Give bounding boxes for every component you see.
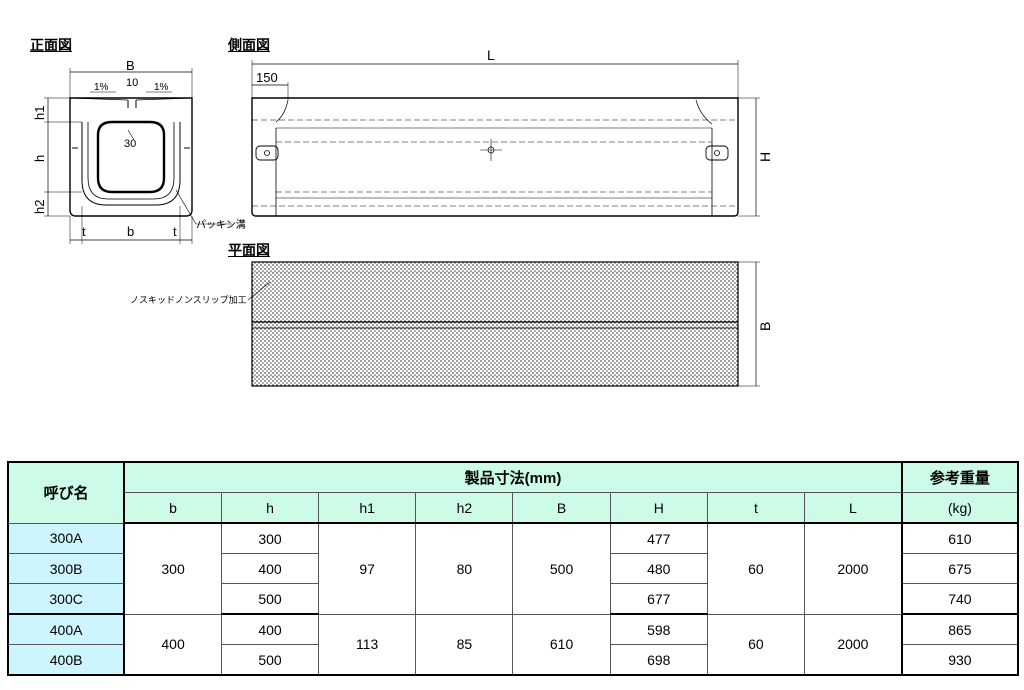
nonslip-label: ノスキッドノンスリップ加工 <box>130 295 247 305</box>
table-row: 300A 300 300 97 80 500 477 60 2000 610 <box>7 522 1019 615</box>
h-cell: 300 <box>220 522 320 554</box>
dim-h1: h1 <box>32 106 47 120</box>
slot-width-label: 10 <box>126 77 138 89</box>
t-cell: 60 <box>706 522 806 615</box>
col-header: h2 <box>415 492 514 524</box>
b-cell: 400 <box>123 613 222 676</box>
dims-header: 製品寸法(mm) <box>123 461 903 493</box>
col-header: b <box>123 492 222 524</box>
h2-cell: 80 <box>415 522 514 615</box>
L-cell: 2000 <box>804 522 903 615</box>
col-header: t <box>706 492 806 524</box>
model-cell: 300B <box>7 553 126 584</box>
col-header: h <box>220 492 320 524</box>
col-header: h1 <box>318 492 417 524</box>
plan-view-drawing <box>247 261 760 387</box>
h-cell: 500 <box>220 644 320 676</box>
dim-L: L <box>487 47 495 63</box>
dim-150: 150 <box>256 70 278 85</box>
dim-B-plan: B <box>757 322 773 331</box>
h-cell: 500 <box>220 583 320 615</box>
L-cell: 2000 <box>804 613 903 676</box>
packing-groove-label: パッキン溝 <box>196 218 246 231</box>
hole-label: 30 <box>124 138 136 150</box>
slope-left-label: 1% <box>94 82 109 93</box>
dim-b: b <box>127 224 134 239</box>
slope-right-label: 1% <box>154 82 169 93</box>
h-cell: 400 <box>220 613 320 645</box>
spec-table: 呼び名 製品寸法(mm) 参考重量 b h h1 h2 B H t L (kg)… <box>7 461 1019 676</box>
b-cell: 300 <box>123 522 222 615</box>
H-cell: 480 <box>609 553 708 584</box>
B-cell: 610 <box>512 613 611 676</box>
h2-cell: 85 <box>415 613 514 676</box>
model-cell: 400A <box>7 613 126 645</box>
dim-t-left: t <box>82 224 86 239</box>
table-row: 400B 500 698 930 <box>7 644 1019 676</box>
B-cell: 500 <box>512 522 611 615</box>
dim-t-right: t <box>173 224 177 239</box>
front-view-label: 正面図 <box>30 38 72 54</box>
name-header: 呼び名 <box>7 461 126 524</box>
H-cell: 698 <box>609 644 708 676</box>
H-cell: 598 <box>609 613 708 645</box>
weight-cell: 675 <box>900 553 1019 584</box>
H-cell: 477 <box>609 522 708 554</box>
col-header: H <box>609 492 708 524</box>
model-cell: 300C <box>7 583 126 615</box>
plan-view-label: 平面図 <box>228 243 270 259</box>
table-row: 300B 400 480 675 <box>7 553 1019 584</box>
weight-cell: 610 <box>900 522 1019 554</box>
h-cell: 400 <box>220 553 320 584</box>
dim-h2: h2 <box>32 200 47 214</box>
model-cell: 300A <box>7 522 126 554</box>
h1-cell: 97 <box>318 522 417 615</box>
model-cell: 400B <box>7 644 126 676</box>
col-header: B <box>512 492 611 524</box>
weight-unit: (kg) <box>900 492 1019 524</box>
dim-h: h <box>32 155 47 162</box>
h1-cell: 113 <box>318 613 417 676</box>
dim-B-front: B <box>126 58 135 73</box>
t-cell: 60 <box>706 613 806 676</box>
side-view-label: 側面図 <box>228 38 270 54</box>
weight-cell: 865 <box>900 613 1019 645</box>
col-header: L <box>804 492 903 524</box>
table-row: 300C 500 677 740 <box>7 583 1019 615</box>
table-row: 400A 400 400 113 85 610 598 60 2000 865 <box>7 613 1019 676</box>
technical-drawing: B 1% 1% 10 30 t b t パッキン溝 h1 h h2 <box>32 47 773 387</box>
front-view-drawing <box>44 68 232 244</box>
weight-cell: 930 <box>900 644 1019 676</box>
weight-header: 参考重量 <box>900 461 1019 493</box>
side-view-drawing <box>251 60 760 217</box>
H-cell: 677 <box>609 583 708 615</box>
dim-H: H <box>757 152 773 162</box>
weight-cell: 740 <box>900 583 1019 615</box>
